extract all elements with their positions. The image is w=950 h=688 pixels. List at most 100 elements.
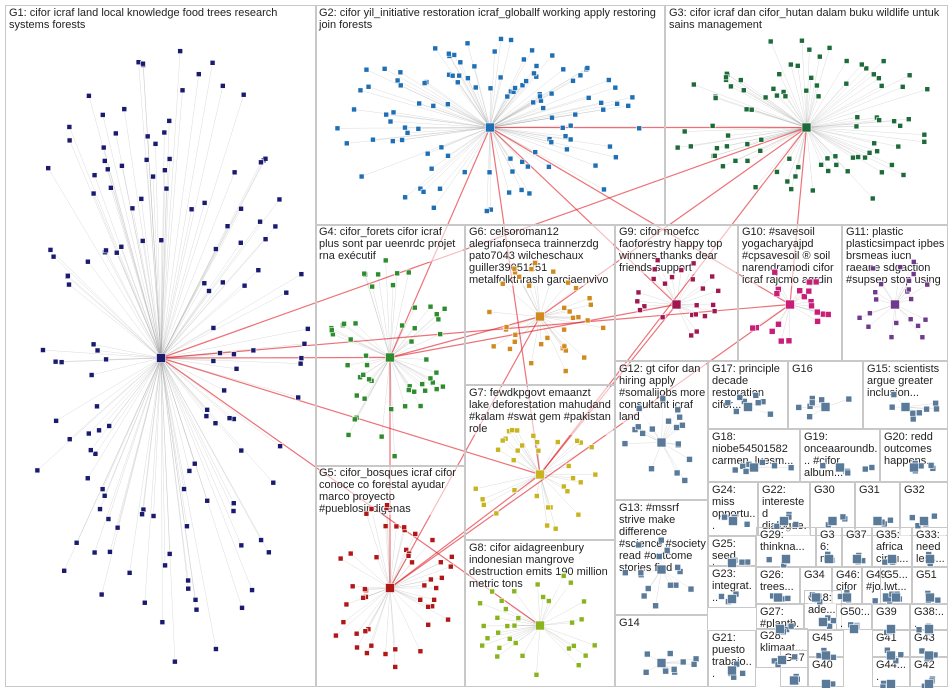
node-g1 — [90, 190, 97, 197]
node-g3 — [897, 123, 903, 129]
node-g3 — [863, 65, 870, 72]
node-g13 — [637, 569, 645, 577]
node-g15 — [888, 403, 896, 411]
node-g1 — [185, 585, 192, 592]
edge-g5 — [371, 508, 391, 589]
node-g1 — [231, 351, 237, 358]
edge-g7 — [512, 430, 541, 475]
edge-g1 — [124, 109, 162, 359]
node-g45 — [821, 650, 831, 661]
edge-g1 — [160, 199, 280, 359]
group-label-g14: G14 — [619, 617, 640, 629]
node-g28 — [791, 653, 799, 661]
node-g2 — [521, 56, 527, 63]
edge-g15 — [905, 406, 937, 410]
node-g3 — [924, 86, 931, 93]
node-g9 — [693, 311, 699, 318]
edge-g4 — [389, 273, 398, 358]
edge-g3 — [806, 127, 873, 199]
node-g6 — [516, 273, 522, 280]
group-label-g39: G39 — [876, 606, 897, 618]
node-g4 — [433, 386, 440, 392]
group-panel-g10: G10: #savesoil yogacharyajpd #cpsavesoil… — [738, 224, 842, 361]
edge-g1 — [94, 175, 162, 359]
edge-g2 — [426, 81, 491, 128]
node-g1 — [163, 185, 170, 192]
edge-g9 — [654, 269, 677, 305]
node-g3 — [774, 169, 780, 175]
node-g8 — [511, 622, 518, 629]
node-g1 — [270, 479, 277, 486]
node-g6 — [566, 308, 573, 315]
node-g2 — [485, 122, 495, 133]
edge-g4 — [356, 357, 391, 396]
edge-g2 — [368, 86, 491, 128]
group-panel-g15: G15: scientists argue greater inclusion.… — [863, 361, 948, 429]
edge-g2 — [489, 107, 544, 128]
edge-g7 — [516, 430, 541, 475]
node-g13 — [644, 585, 652, 592]
node-g32 — [919, 516, 929, 526]
node-g3 — [853, 123, 860, 130]
node-g6 — [562, 368, 569, 374]
edge-g2 — [447, 127, 491, 156]
node-g3 — [758, 136, 765, 143]
node-g9 — [637, 307, 643, 313]
edge-g4 — [389, 306, 431, 358]
node-g8 — [569, 619, 575, 626]
node-g3 — [850, 154, 856, 161]
node-g15 — [932, 399, 939, 407]
node-g7 — [565, 463, 572, 469]
edge-g4 — [385, 260, 391, 358]
edge-g1 — [160, 357, 253, 591]
node-g6 — [561, 326, 567, 333]
edge-g4 — [389, 357, 431, 379]
edge-g3 — [806, 60, 884, 128]
node-g2 — [357, 87, 364, 94]
edge-g6 — [539, 316, 573, 319]
edge-g2 — [489, 55, 553, 128]
node-g2 — [437, 185, 443, 192]
edge-g2 — [489, 117, 553, 128]
node-g7 — [495, 446, 501, 453]
edge-g3 — [806, 77, 812, 128]
node-g2 — [549, 114, 555, 121]
node-g8 — [479, 642, 485, 649]
node-g3 — [691, 81, 697, 88]
node-g1 — [221, 387, 227, 394]
group-label-g9: G9: cifor moefcc faoforestry happy top w… — [619, 226, 736, 274]
node-g5 — [363, 510, 370, 517]
node-g28 — [777, 655, 787, 665]
node-g8 — [496, 645, 503, 651]
edge-g2 — [424, 82, 491, 128]
node-g3 — [814, 82, 820, 89]
node-g9 — [700, 285, 706, 292]
node-g8 — [568, 579, 574, 586]
edge-g3 — [806, 78, 879, 128]
edge-g1 — [160, 172, 235, 359]
edge-g3 — [806, 117, 877, 128]
node-g49 — [871, 597, 879, 605]
node-g12 — [648, 465, 655, 472]
node-g8 — [578, 616, 585, 623]
group-label-g51: G51 — [916, 569, 937, 581]
edge-g6 — [502, 283, 541, 317]
edge-g3 — [806, 68, 867, 128]
node-g4 — [408, 338, 415, 345]
edge-g3 — [806, 75, 910, 128]
edge-g3 — [806, 127, 828, 159]
node-g41 — [897, 651, 905, 659]
node-g3 — [732, 158, 739, 164]
node-g3 — [795, 164, 802, 170]
node-g1 — [177, 48, 183, 54]
edge-g3 — [751, 109, 807, 128]
edge-g1 — [93, 344, 162, 359]
node-g6 — [586, 295, 593, 302]
edge-g1 — [147, 136, 162, 359]
node-g1 — [184, 523, 190, 530]
node-g17 — [724, 399, 732, 407]
node-g7 — [493, 510, 500, 517]
node-g11 — [856, 314, 863, 321]
node-g8 — [511, 588, 518, 595]
node-g1 — [85, 258, 91, 265]
